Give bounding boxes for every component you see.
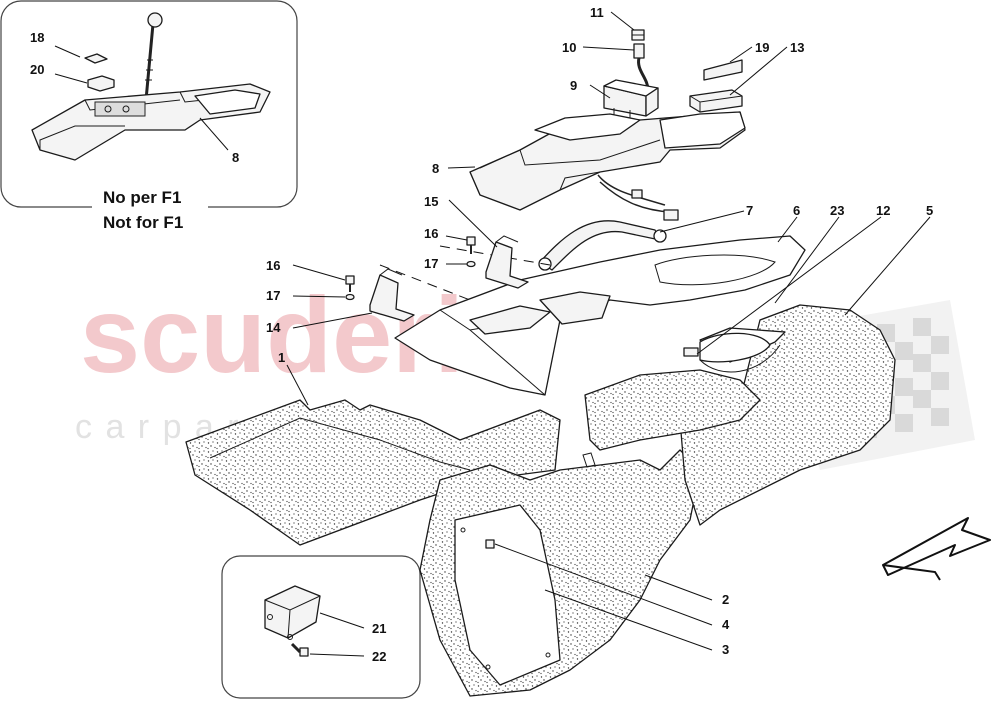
front-arrow-icon <box>882 517 991 581</box>
inset-no-f1: 18 20 8 No per F1 Not for F1 <box>0 0 298 234</box>
carpet-1 <box>185 399 561 546</box>
screw-16-upper <box>466 236 476 254</box>
callout-16-upper: 16 <box>424 226 438 241</box>
knob-11 <box>631 29 645 41</box>
boot-20 <box>87 75 115 92</box>
wiring-harness <box>597 174 679 221</box>
callout-17-lower: 17 <box>266 288 280 303</box>
inset-caption-en: Not for F1 <box>103 213 183 232</box>
callout-7: 7 <box>746 203 753 218</box>
clip-12 <box>683 347 699 357</box>
bolt-22 <box>290 642 309 657</box>
callout-11: 11 <box>590 5 604 20</box>
washer-17-lower <box>345 293 355 301</box>
washer-17-upper <box>466 260 476 268</box>
tunnel-cover-inset <box>31 83 271 161</box>
callout-4: 4 <box>722 617 730 632</box>
callout-22: 22 <box>372 649 386 664</box>
callout-8-main: 8 <box>432 161 439 176</box>
callout-8-inset: 8 <box>232 150 239 165</box>
inset-bracket: 21 22 <box>221 555 421 699</box>
callout-3: 3 <box>722 642 729 657</box>
inset-caption-it: No per F1 <box>103 188 181 207</box>
trim-ring <box>699 332 771 363</box>
bracket-21 <box>264 585 321 639</box>
callout-15: 15 <box>424 194 438 209</box>
label-19 <box>703 59 743 81</box>
callout-19: 19 <box>755 40 769 55</box>
tunnel-cover-8 <box>469 111 746 211</box>
inset-bracket-frame <box>221 555 421 699</box>
callout-17-upper: 17 <box>424 256 438 271</box>
callout-14: 14 <box>266 320 281 335</box>
leader-lines <box>286 11 931 651</box>
pad-18 <box>84 53 108 64</box>
callout-21: 21 <box>372 621 386 636</box>
gear-lever <box>144 12 163 101</box>
callout-12: 12 <box>876 203 890 218</box>
callout-23: 23 <box>830 203 844 218</box>
callout-18: 18 <box>30 30 44 45</box>
callout-13: 13 <box>790 40 804 55</box>
screw-3 <box>485 539 495 549</box>
panel-23 <box>584 369 761 451</box>
module-9 <box>603 79 659 120</box>
callout-10: 10 <box>562 40 576 55</box>
bracket-15 <box>485 235 529 289</box>
carpet-2-backplate <box>454 504 561 686</box>
callout-5: 5 <box>926 203 933 218</box>
callout-2: 2 <box>722 592 729 607</box>
screw-16-lower <box>345 275 355 292</box>
carpet-5 <box>679 304 896 526</box>
callout-20: 20 <box>30 62 44 77</box>
trim-13 <box>689 89 743 113</box>
console-6 <box>379 235 806 396</box>
callout-1: 1 <box>278 350 285 365</box>
callout-9: 9 <box>570 78 577 93</box>
callout-6: 6 <box>793 203 800 218</box>
bracket-14 <box>369 268 415 322</box>
callout-16-lower: 16 <box>266 258 280 273</box>
